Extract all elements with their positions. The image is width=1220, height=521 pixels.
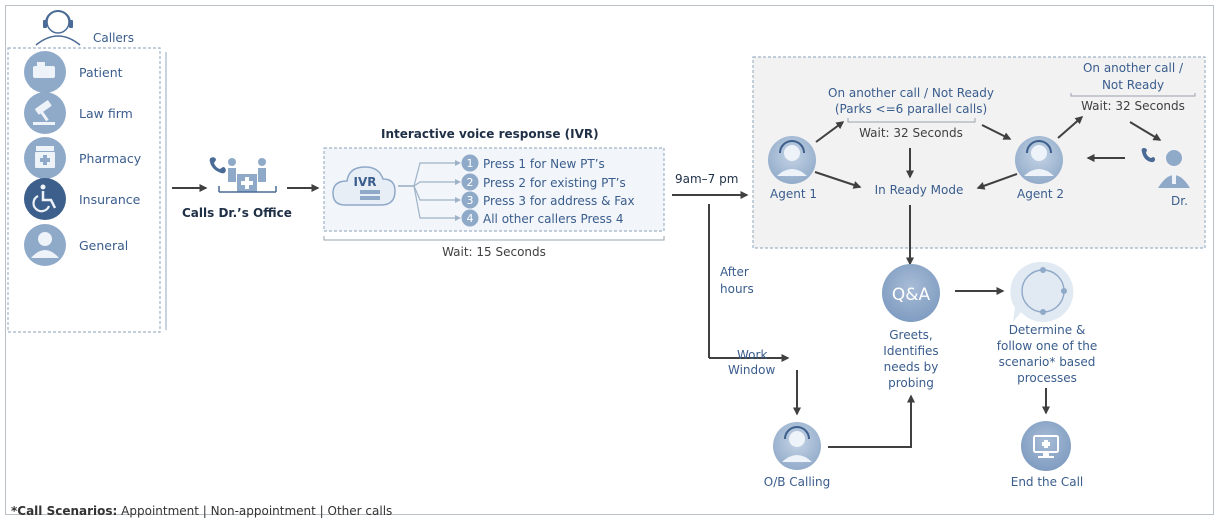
determine-line3: scenario* based <box>999 355 1096 369</box>
wait-bracket <box>323 236 665 241</box>
agent-arrows <box>814 116 1162 190</box>
work-window-line2: Window <box>728 363 776 377</box>
wait-bracket <box>847 118 976 123</box>
caller-label: Law firm <box>79 106 133 121</box>
wait-1: Wait: 32 Seconds <box>859 126 963 140</box>
option-text: All other callers Press 4 <box>483 212 624 226</box>
ivr-option: 2 Press 2 for existing PT’s <box>461 173 626 191</box>
ivr-title: Interactive voice response (IVR) <box>381 127 599 141</box>
another-call-1-line1: On another call / Not Ready <box>828 86 994 100</box>
ivr-connectors <box>398 162 455 219</box>
ivr-option: 4 All other callers Press 4 <box>461 209 624 227</box>
ivr-connector-heads <box>455 160 461 221</box>
end-call-label: End the Call <box>1011 475 1084 489</box>
diagram-frame <box>5 5 1214 515</box>
qa-desc-line4: probing <box>888 376 934 390</box>
determine-line4: processes <box>1017 371 1077 385</box>
qa-desc-line1: Greets, <box>889 328 933 342</box>
footnote-rest: Appointment | Non-appointment | Other ca… <box>117 504 392 518</box>
cycle-icon <box>1010 261 1074 322</box>
option-text: Press 1 for New PT’s <box>483 157 605 171</box>
wait-2: Wait: 32 Seconds <box>1081 99 1185 113</box>
caller-general: General <box>24 224 128 266</box>
callers-title: Callers <box>93 31 134 45</box>
option-number: 1 <box>467 157 474 170</box>
arrow <box>828 394 915 448</box>
determine-line1: Determine & <box>1009 323 1086 337</box>
agent-icon <box>768 136 816 184</box>
doctor-label: Dr. <box>1171 194 1188 208</box>
option-number: 2 <box>467 176 474 189</box>
qa-icon <box>882 264 940 322</box>
hours-label: 9am–7 pm <box>675 172 738 186</box>
qa-label: Q&A <box>892 285 931 305</box>
callers-panel <box>7 47 161 333</box>
option-text: Press 3 for address & Fax <box>483 194 635 208</box>
ivr-option: 1 Press 1 for New PT’s <box>461 154 605 172</box>
caller-label: Patient <box>79 65 123 80</box>
agents-panel <box>752 56 1206 249</box>
wait-bracket <box>1070 93 1196 97</box>
another-call-1-line2: (Parks <=6 parallel calls) <box>835 102 987 116</box>
office-icon <box>209 157 277 193</box>
work-window-line1: Work <box>737 348 767 362</box>
ivr-cloud-label: IVR <box>354 175 377 189</box>
footnote: *Call Scenarios: Appointment | Non-appoi… <box>11 504 392 518</box>
after-hours-line2: hours <box>720 282 754 296</box>
caller-patient: Patient <box>24 51 123 93</box>
caller-pharmacy: Pharmacy <box>24 137 142 179</box>
caller-label: Insurance <box>79 192 141 207</box>
option-number: 4 <box>467 212 474 225</box>
agent2-label: Agent 2 <box>1017 187 1064 201</box>
ivr-option: 3 Press 3 for address & Fax <box>461 191 635 209</box>
doctor-icon <box>1141 147 1190 188</box>
caller-insurance: Insurance <box>24 178 141 220</box>
ob-calling-label: O/B Calling <box>764 475 831 489</box>
another-call-2-line1: On another call / <box>1083 61 1184 75</box>
after-hours-line1: After <box>720 265 749 279</box>
ivr-wait: Wait: 15 Seconds <box>442 245 546 259</box>
option-text: Press 2 for existing PT’s <box>483 176 626 190</box>
another-call-2-line2: Not Ready <box>1102 78 1164 92</box>
cloud-icon <box>332 166 396 206</box>
qa-desc-line2: Identifies <box>883 344 938 358</box>
agent-icon <box>773 422 821 470</box>
ready-mode-label: In Ready Mode <box>875 183 964 197</box>
agent-icon <box>1015 136 1063 184</box>
determine-line2: follow one of the <box>997 339 1097 353</box>
office-label: Calls Dr.’s Office <box>182 206 292 220</box>
caller-label: General <box>79 238 128 253</box>
caller-label: Pharmacy <box>79 151 142 166</box>
option-number: 3 <box>467 194 474 207</box>
qa-desc-line3: needs by <box>884 360 939 374</box>
agent1-label: Agent 1 <box>770 187 817 201</box>
footnote-bold: *Call Scenarios: <box>11 504 117 518</box>
caller-law-firm: Law firm <box>24 92 133 134</box>
gavel-icon <box>24 92 66 134</box>
headset-icon <box>35 10 81 46</box>
monitor-icon <box>1021 421 1071 471</box>
